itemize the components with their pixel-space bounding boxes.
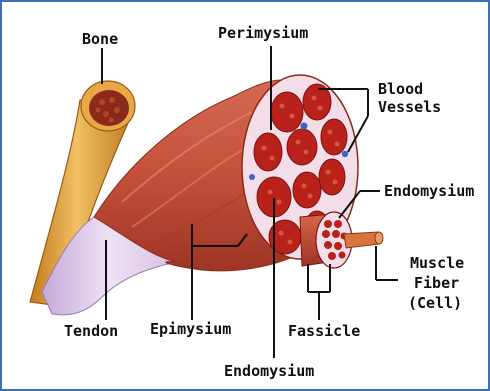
label-blood-vessels-line2: Vessels xyxy=(378,98,441,116)
label-fassicle: Fassicle xyxy=(288,322,360,340)
label-epimysium: Epimysium xyxy=(150,320,231,338)
fascicle xyxy=(300,212,352,268)
label-tendon: Tendon xyxy=(64,322,118,340)
label-muscle-fiber-line3: (Cell) xyxy=(408,294,462,312)
label-perimysium: Perimysium xyxy=(218,24,308,42)
label-endomysium-bottom: Endomysium xyxy=(224,362,314,380)
muscle-fiber xyxy=(344,232,383,248)
label-bone: Bone xyxy=(82,30,118,48)
label-muscle-fiber-line1: Muscle xyxy=(410,254,464,272)
label-blood-vessels-line1: Blood xyxy=(378,80,423,98)
label-endomysium-top: Endomysium xyxy=(384,182,474,200)
label-muscle-fiber-line2: Fiber xyxy=(414,274,459,292)
